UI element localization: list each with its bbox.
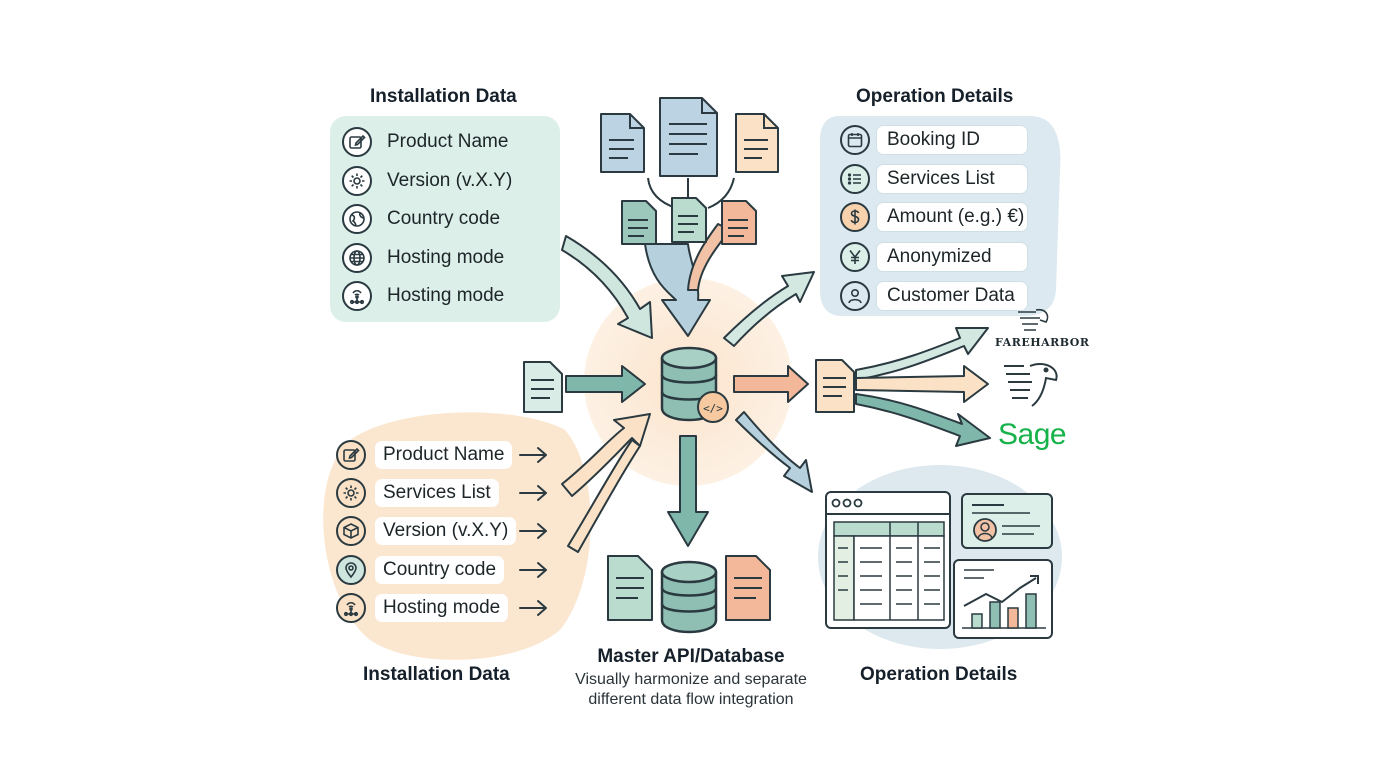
installation-bottom-item-services-list: Services List [336,476,499,510]
installation-top-item-hosting-mode: Hosting mode [342,241,504,275]
item-label: Country code [375,556,505,584]
gear-icon [336,478,366,508]
integration-arrows [855,327,991,447]
installation-bottom-title: Installation Data [363,664,510,685]
installation-top-item-product-name: Product Name [342,125,508,159]
globe-map-icon [342,204,372,234]
user-icon [840,281,870,311]
svg-text:</>: </> [703,402,723,415]
item-label: Hosting mode [387,285,505,306]
operation-bottom-title: Operation Details [860,664,1018,685]
gear-icon [342,166,372,196]
fareharbor-logo: FAREHARBOR [995,336,1090,349]
center-caption: Master API/Database Visually harmonize a… [548,646,834,710]
dollar-icon [840,202,870,232]
center-subtitle-line2: different data flow integration [588,691,794,708]
installation-top-arrow [561,235,653,339]
center-subtitle-line1: Visually harmonize and separate [575,671,807,688]
installation-bottom-item-product-name: Product Name [336,438,513,472]
installation-bottom-arrow-2 [567,439,641,553]
item-label: Version (v.X.Y) [387,170,513,191]
operation-item-services-list: Services List [840,162,1028,196]
center-title: Master API/Database [597,646,785,667]
sage-logo: Sage [998,418,1067,451]
operation-top-title: Operation Details [856,86,1014,107]
fareharbor-logo-mark [1018,308,1049,331]
location-pin-icon [336,555,366,585]
item-label: Services List [375,479,499,507]
edit-icon [336,440,366,470]
export-document [815,359,855,413]
calendar-icon [840,125,870,155]
storage-group [607,555,771,634]
installation-top-item-hosting-mode-2: Hosting mode [342,279,504,313]
hub-to-export-arrow [733,365,809,403]
box-icon [336,516,366,546]
dashboard-illustration [825,491,1053,639]
left-document-arrow [523,361,646,413]
hub-to-operation-top-arrow [723,271,815,347]
installation-bottom-arrow [561,413,651,497]
operation-item-amount: Amount (e.g.) €) [840,200,1028,234]
item-label: Country code [387,208,501,229]
hub-to-storage-arrow [667,435,709,547]
source-documents [600,97,779,209]
intermediate-documents [621,197,757,245]
hub-to-operation-bottom-arrow [735,411,813,493]
item-label: Product Name [387,131,509,152]
item-label: Booking ID [876,125,1028,155]
network-icon [342,281,372,311]
item-label: Customer Data [876,281,1028,311]
network-icon [336,593,366,623]
installation-bottom-item-hosting-mode: Hosting mode [336,591,509,625]
installation-bottom-item-country-code: Country code [336,553,505,587]
item-label: Version (v.X.Y) [375,517,517,545]
yen-icon [840,242,870,272]
item-label: Services List [876,164,1028,194]
merge-arrows [644,223,731,337]
eagle-logo [1004,362,1058,407]
item-label: Amount (e.g.) €) [876,202,1028,232]
central-database-icon: </> [660,346,729,423]
installation-top-title: Installation Data [370,86,517,107]
installation-bottom-item-version: Version (v.X.Y) [336,514,517,548]
installation-top-item-country-code: Country code [342,202,500,236]
item-label: Anonymized [876,242,1028,272]
item-label: Product Name [375,441,513,469]
globe-icon [342,243,372,273]
list-icon [840,164,870,194]
item-label: Hosting mode [387,247,505,268]
edit-icon [342,127,372,157]
installation-top-item-version: Version (v.X.Y) [342,164,512,198]
item-label: Hosting mode [375,594,509,622]
item-arrows-bottom [519,447,547,616]
operation-item-anonymized: Anonymized [840,240,1028,274]
operation-item-booking-id: Booking ID [840,123,1028,157]
operation-item-customer-data: Customer Data [840,279,1028,313]
